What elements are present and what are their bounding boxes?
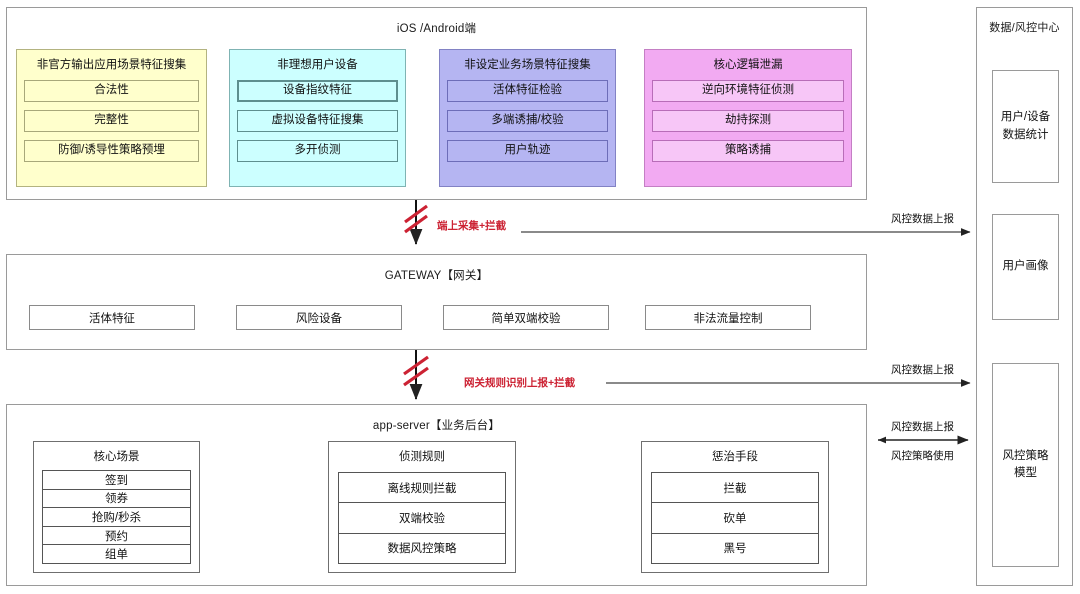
chip-device-fingerprint[interactable]: 设备指纹特征 [237, 80, 398, 102]
stack-title: 侦测规则 [399, 451, 445, 463]
layer-appserver: app-server【业务后台】 核心场景 签到 领券 抢购/秒杀 预约 组单 … [6, 404, 867, 586]
layer-gateway-title: GATEWAY【网关】 [384, 270, 489, 282]
label-appserver-report-down: 风控策略使用 [891, 450, 954, 462]
stack-rows: 签到 领券 抢购/秒杀 预约 组单 [42, 470, 191, 564]
datacenter-card-user-profile[interactable]: 用户画像 [992, 214, 1059, 320]
chip-strategy-trap[interactable]: 策略诱捕 [652, 140, 844, 162]
stack-rows: 离线规则拦截 双端校验 数据风控策略 [338, 472, 506, 564]
row-data-risk-strategy[interactable]: 数据风控策略 [339, 533, 505, 563]
gateway-item-illegal-traffic[interactable]: 非法流量控制 [645, 305, 811, 330]
label-appserver-report-up: 风控数据上报 [891, 421, 954, 433]
chip-multi-end-trap[interactable]: 多端诱捕/校验 [447, 110, 608, 132]
arrow-client-to-gateway [404, 200, 428, 245]
row-block[interactable]: 拦截 [652, 473, 818, 504]
gateway-item-liveness[interactable]: 活体特征 [29, 305, 195, 330]
layer-client-title: iOS /Android端 [396, 23, 477, 35]
layer-client: iOS /Android端 非官方输出应用场景特征搜集 合法性 完整性 防御/诱… [6, 7, 867, 200]
stack-title: 核心场景 [93, 451, 140, 463]
chip-user-track[interactable]: 用户轨迹 [447, 140, 608, 162]
row-offline-rule-block[interactable]: 离线规则拦截 [339, 473, 505, 504]
stack-title: 惩治手段 [712, 451, 758, 463]
row-flashsale[interactable]: 抢购/秒杀 [43, 508, 190, 527]
gateway-item-dual-check[interactable]: 简单双端校验 [443, 305, 609, 330]
stack-punish-means: 惩治手段 拦截 砍单 黑号 [641, 441, 829, 573]
datacenter-card-user-device-stats[interactable]: 用户/设备 数据统计 [992, 70, 1059, 183]
group-title: 非官方输出应用场景特征搜集 [36, 59, 187, 71]
gateway-item-risk-device[interactable]: 风险设备 [236, 305, 402, 330]
group-non-defined-scene: 非设定业务场景特征搜集 活体特征检验 多端诱捕/校验 用户轨迹 [439, 49, 616, 187]
layer-appserver-title: app-server【业务后台】 [372, 420, 501, 432]
group-title: 非设定业务场景特征搜集 [464, 59, 591, 71]
datacenter-card-risk-model[interactable]: 风控策略 模型 [992, 363, 1059, 567]
label-gateway-to-appserver: 网关规则识别上报+拦截 [464, 377, 576, 389]
group-non-official-output: 非官方输出应用场景特征搜集 合法性 完整性 防御/诱导性策略预埋 [16, 49, 207, 187]
row-coupon[interactable]: 领券 [43, 489, 190, 509]
row-cancel-order[interactable]: 砍单 [652, 503, 818, 534]
row-checkin[interactable]: 签到 [43, 471, 190, 490]
layer-gateway: GATEWAY【网关】 活体特征 风险设备 简单双端校验 非法流量控制 [6, 254, 867, 350]
group-non-ideal-device: 非理想用户设备 设备指纹特征 虚拟设备特征搜集 多开侦测 [229, 49, 406, 187]
chip-reverse-env-detect[interactable]: 逆向环境特征侦测 [652, 80, 844, 102]
label-client-to-gateway: 端上采集+拦截 [437, 220, 507, 232]
label-client-report: 风控数据上报 [891, 213, 954, 225]
label-gateway-report: 风控数据上报 [891, 364, 954, 376]
stack-detect-rules: 侦测规则 离线规则拦截 双端校验 数据风控策略 [328, 441, 516, 573]
arrow-appserver-datacenter [878, 435, 969, 445]
group-title: 核心逻辑泄漏 [713, 59, 783, 71]
panel-datacenter-title: 数据/风控中心 [989, 22, 1060, 34]
row-reservation[interactable]: 预约 [43, 526, 190, 546]
row-blacklist[interactable]: 黑号 [652, 533, 818, 563]
panel-datacenter: 数据/风控中心 用户/设备 数据统计 用户画像 风控策略 模型 [976, 7, 1073, 586]
stack-rows: 拦截 砍单 黑号 [651, 472, 819, 564]
chip-legality[interactable]: 合法性 [24, 80, 199, 102]
group-core-logic-leak: 核心逻辑泄漏 逆向环境特征侦测 劫持探测 策略诱捕 [644, 49, 852, 187]
stack-core-scenes: 核心场景 签到 领券 抢购/秒杀 预约 组单 [33, 441, 200, 573]
row-group-order[interactable]: 组单 [43, 545, 190, 563]
chip-hijack-detect[interactable]: 劫持探测 [652, 110, 844, 132]
row-dual-end-check[interactable]: 双端校验 [339, 503, 505, 534]
chip-virtual-device[interactable]: 虚拟设备特征搜集 [237, 110, 398, 132]
arrow-gateway-to-appserver [403, 350, 429, 400]
chip-integrity[interactable]: 完整性 [24, 110, 199, 132]
chip-multi-open-detect[interactable]: 多开侦测 [237, 140, 398, 162]
chip-liveness-check[interactable]: 活体特征检验 [447, 80, 608, 102]
chip-defense-strategy[interactable]: 防御/诱导性策略预埋 [24, 140, 199, 162]
group-title: 非理想用户设备 [277, 59, 358, 71]
